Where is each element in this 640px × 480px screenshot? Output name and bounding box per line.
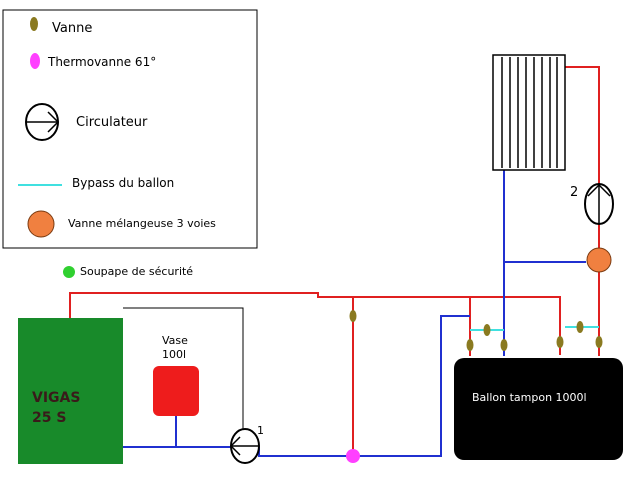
legend-circulateur-label: Circulateur [76,115,148,130]
legend-bypass-label: Bypass du ballon [72,176,174,190]
boiler: VIGAS 25 S [18,318,123,464]
legend-melangeuse-icon [27,210,55,238]
pump-2-label: 2 [570,185,578,200]
thermovanne-icon [346,449,360,463]
expansion-vessel [153,366,199,416]
circulator-1-icon [229,428,260,464]
boiler-model: 25 S [32,410,66,426]
tank-label: Ballon tampon 1000l [472,391,587,404]
vase-line [123,307,244,432]
mixing-valve-icon [586,247,612,273]
blue-pipes [123,170,586,457]
legend-thermovanne-label: Thermovanne 61° [47,55,156,69]
legend-vanne-label: Vanne [52,21,92,36]
valve-icon [466,339,474,351]
legend-thermovanne-icon [30,53,40,69]
buffer-tank: Ballon tampon 1000l [454,358,623,460]
soupape-label: Soupape de sécurité [80,265,193,278]
valve-icon [595,336,603,348]
soupape-icon [63,266,75,278]
valve-icon [576,321,584,333]
valve-icon [349,310,357,322]
legend-circulateur-icon [25,103,60,141]
valves [349,310,603,351]
vase-label: Vase [162,334,188,347]
radiator [492,54,566,171]
legend-melangeuse-label: Vanne mélangeuse 3 voies [68,217,216,230]
valve-icon [556,336,564,348]
circulator-2-icon [584,183,614,225]
legend: Vanne Thermovanne 61° Circulateur Bypass… [2,9,258,249]
pump-1-label: 1 [257,424,264,437]
vase-volume: 100l [162,348,186,361]
boiler-name: VIGAS [32,390,80,406]
legend-vanne-icon [30,17,38,31]
valve-icon [500,339,508,351]
valve-icon [483,324,491,336]
